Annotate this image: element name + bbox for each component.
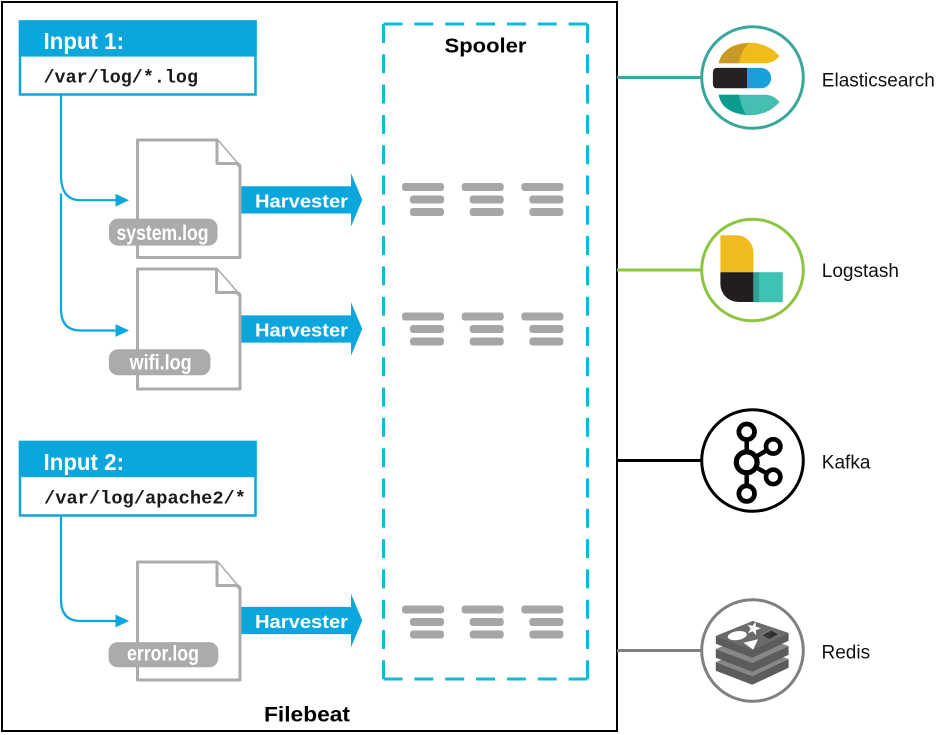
svg-text:Kafka: Kafka xyxy=(822,452,871,473)
svg-text:Input 1:: Input 1: xyxy=(44,28,125,54)
svg-text:error.log: error.log xyxy=(127,643,199,666)
svg-text:system.log: system.log xyxy=(117,222,209,245)
svg-text:Harvester: Harvester xyxy=(255,321,348,341)
svg-text:Logstash: Logstash xyxy=(822,261,899,282)
svg-text:wifi.log: wifi.log xyxy=(129,352,192,375)
svg-text:Elasticsearch: Elasticsearch xyxy=(822,71,935,92)
svg-text:/var/log/*.log: /var/log/*.log xyxy=(44,68,199,89)
svg-text:Redis: Redis xyxy=(822,643,871,664)
svg-text:Filebeat: Filebeat xyxy=(264,704,350,727)
svg-text:Spooler: Spooler xyxy=(445,34,527,57)
svg-text:Input 2:: Input 2: xyxy=(44,449,125,475)
svg-text:Harvester: Harvester xyxy=(255,612,348,632)
svg-text:Harvester: Harvester xyxy=(255,192,348,212)
svg-text:/var/log/apache2/*: /var/log/apache2/* xyxy=(44,489,246,510)
